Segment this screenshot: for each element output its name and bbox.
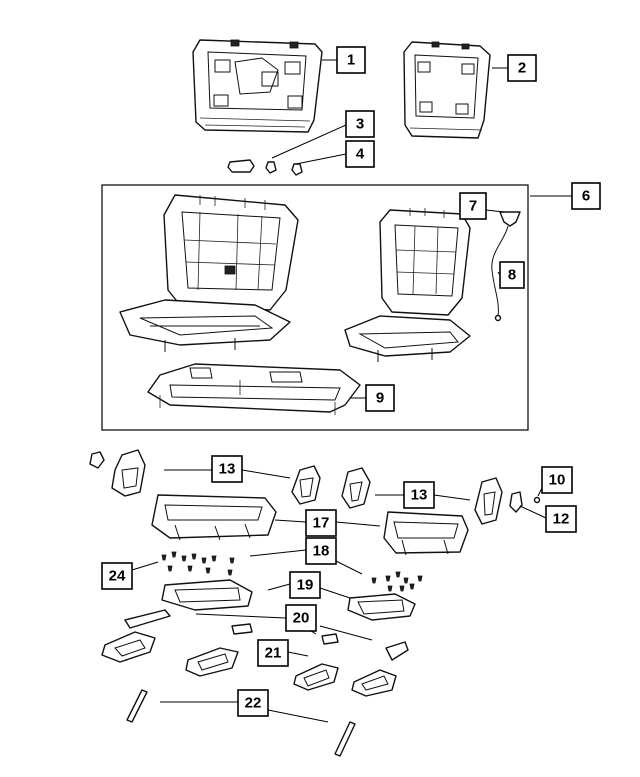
svg-text:22: 22 xyxy=(245,695,262,712)
seat-frame-large xyxy=(119,194,299,352)
svg-text:10: 10 xyxy=(549,472,566,489)
callout-6: 6 xyxy=(571,182,601,210)
callout-8: 8 xyxy=(499,261,525,289)
part-13-side-shield-right xyxy=(474,477,503,525)
callout-1: 1 xyxy=(336,46,366,74)
callout-18: 18 xyxy=(305,537,337,565)
callout-7: 7 xyxy=(459,192,487,220)
svg-text:8: 8 xyxy=(508,267,516,284)
callout-17: 17 xyxy=(305,509,337,537)
leader-lines xyxy=(131,59,572,723)
svg-text:7: 7 xyxy=(469,198,477,215)
part-24-fasteners-left xyxy=(161,551,235,576)
svg-text:21: 21 xyxy=(265,645,282,662)
part-4-clips xyxy=(265,161,303,176)
part-21-bracket-mid2 xyxy=(293,663,339,691)
callout-2: 2 xyxy=(507,54,537,82)
svg-text:24: 24 xyxy=(109,568,126,585)
part-21-bracket-mid xyxy=(185,647,239,677)
svg-text:13: 13 xyxy=(219,461,236,478)
svg-text:12: 12 xyxy=(553,511,570,528)
callout-10: 10 xyxy=(541,466,573,494)
callout-19: 19 xyxy=(289,571,321,599)
callout-3: 3 xyxy=(345,110,375,138)
part-8-cable xyxy=(491,225,509,322)
svg-text:3: 3 xyxy=(356,116,364,133)
part-20-trim-mid xyxy=(231,623,253,635)
svg-text:6: 6 xyxy=(582,188,590,205)
part-22-rod-left xyxy=(126,689,148,723)
callout-12: 12 xyxy=(545,505,577,533)
part-13-side-shield-mid2 xyxy=(341,467,371,509)
part-20-trim-right xyxy=(385,641,409,661)
svg-text:2: 2 xyxy=(518,60,526,77)
svg-text:1: 1 xyxy=(347,52,355,69)
part-18-fasteners-right xyxy=(371,571,423,592)
seat-frame-small xyxy=(344,208,471,362)
part-21-bracket-left xyxy=(101,631,156,663)
callout-24: 24 xyxy=(101,562,133,590)
part-21-bracket-right xyxy=(351,669,397,697)
part-17-cushion-pan-small xyxy=(383,511,469,556)
callout-21: 21 xyxy=(257,639,289,667)
part-3-bracket xyxy=(227,159,255,173)
part-1-seat-back-panel-large xyxy=(192,39,323,133)
assembly-6-frame xyxy=(101,184,529,431)
part-7-cable-handle xyxy=(499,211,521,227)
part-19-tray-large xyxy=(161,579,253,611)
callout-13-right: 13 xyxy=(403,481,435,509)
part-20-trim-left xyxy=(124,609,171,629)
svg-text:18: 18 xyxy=(313,543,330,560)
callout-9: 9 xyxy=(365,384,395,412)
svg-text:4: 4 xyxy=(356,146,365,163)
part-20-trim-mid2 xyxy=(321,633,339,645)
svg-text:13: 13 xyxy=(411,487,428,504)
svg-text:19: 19 xyxy=(297,577,314,594)
part-22-rod-right xyxy=(334,721,356,757)
part-13-side-shield-left xyxy=(111,449,146,497)
part-10-small-clip xyxy=(533,496,541,504)
knob-part xyxy=(89,451,105,469)
svg-text:17: 17 xyxy=(313,515,330,532)
callout-20: 20 xyxy=(285,604,317,632)
callout-4: 4 xyxy=(345,140,375,168)
part-17-cushion-pan-large xyxy=(151,494,277,541)
part-12-latch xyxy=(509,491,523,513)
svg-text:20: 20 xyxy=(293,610,310,627)
part-2-seat-back-panel-small xyxy=(403,41,491,139)
part-9-seat-base-frame xyxy=(147,363,361,415)
callout-13-left: 13 xyxy=(211,455,243,483)
svg-text:9: 9 xyxy=(376,390,384,407)
callout-22: 22 xyxy=(237,689,269,717)
part-19-tray-small xyxy=(347,593,416,621)
part-13-side-shield-mid xyxy=(291,465,321,505)
